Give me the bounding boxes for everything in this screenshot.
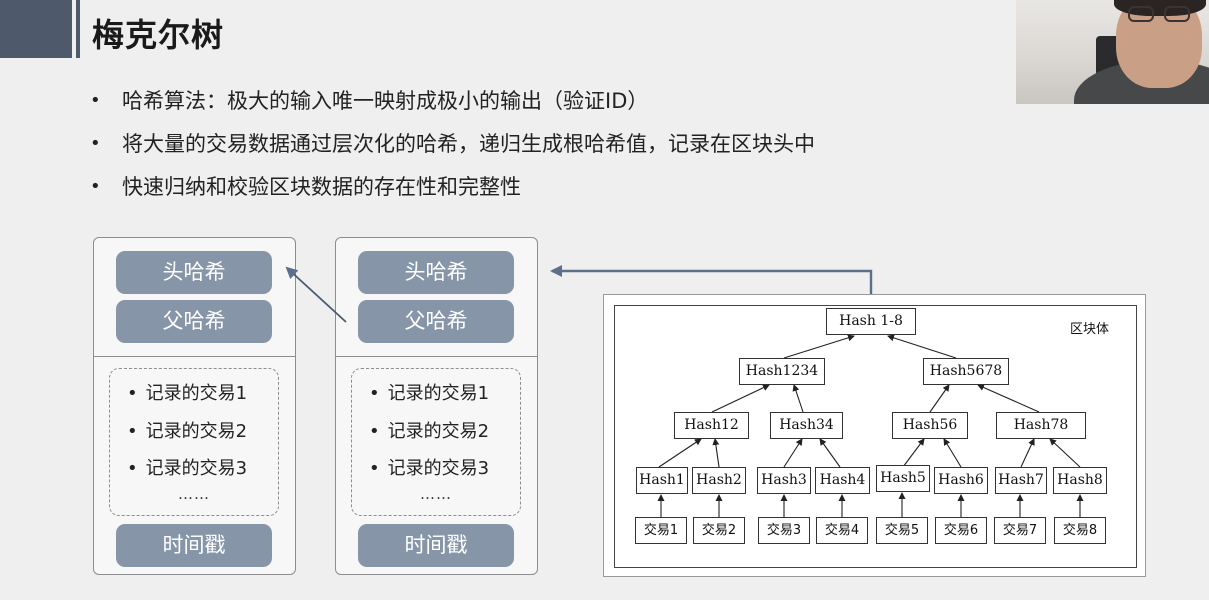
bullet-text: 将大量的交易数据通过层次化的哈希，递归生成根哈希值，记录在区块头中 [122, 132, 815, 156]
bullet-item: • 快速归纳和校验区块数据的存在性和完整性 [90, 172, 815, 215]
merkle-tx-8: 交易8 [1054, 517, 1106, 544]
transaction-item: • 记录的交易1 [127, 379, 247, 405]
transaction-item: • 记录的交易1 [369, 379, 489, 405]
transactions-box: • 记录的交易1 • 记录的交易2 • 记录的交易3 …… [109, 368, 279, 516]
transactions-ellipsis: …… [420, 485, 452, 503]
merkle-node-hash7: Hash7 [995, 467, 1047, 494]
transaction-label: 记录的交易1 [145, 383, 248, 404]
bullet-text: 快速归纳和校验区块数据的存在性和完整性 [122, 175, 521, 199]
bullet-list: • 哈希算法：极大的输入唯一映射成极小的输出（验证ID） • 将大量的交易数据通… [90, 86, 815, 215]
block-divider [336, 356, 537, 357]
transaction-item: • 记录的交易3 [369, 454, 489, 480]
merkle-node-hash5678: Hash5678 [923, 358, 1009, 385]
merkle-node-hash56: Hash56 [892, 412, 968, 439]
transaction-label: 记录的交易3 [387, 458, 490, 479]
parent-hash-pill: 父哈希 [358, 300, 514, 343]
transactions-ellipsis: …… [178, 485, 210, 503]
parent-link-arrow [285, 266, 347, 323]
bullet-dot-icon: • [90, 176, 101, 197]
block-panel-2: 头哈希 父哈希 • 记录的交易1 • 记录的交易2 • 记录的交易3 …… 时间戳 [335, 237, 538, 575]
block-body-label: 区块体 [1070, 322, 1110, 337]
merkle-tx-6: 交易6 [935, 517, 987, 544]
bullet-dot-icon: • [127, 383, 138, 404]
bullet-dot-icon: • [369, 383, 380, 404]
timestamp-pill: 时间戳 [116, 524, 272, 567]
header-hash-pill: 头哈希 [358, 251, 514, 294]
block-panel-1: 头哈希 父哈希 • 记录的交易1 • 记录的交易2 • 记录的交易3 …… 时间戳 [93, 237, 296, 575]
header-hash-pill: 头哈希 [116, 251, 272, 294]
merkle-tx-7: 交易7 [994, 517, 1046, 544]
merkle-node-hash12: Hash12 [674, 412, 749, 439]
page-title: 梅克尔树 [92, 16, 225, 54]
merkle-node-hash6: Hash6 [934, 467, 988, 494]
merkle-node-hash8: Hash8 [1053, 467, 1107, 494]
webcam-glasses-left [1128, 6, 1154, 22]
transactions-box: • 记录的交易1 • 记录的交易2 • 记录的交易3 …… [351, 368, 521, 516]
merkle-tx-3: 交易3 [758, 517, 810, 544]
bullet-item: • 将大量的交易数据通过层次化的哈希，递归生成根哈希值，记录在区块头中 [90, 129, 815, 172]
merkle-tx-1: 交易1 [635, 517, 687, 544]
parent-hash-pill: 父哈希 [116, 300, 272, 343]
merkle-tree-edges [657, 334, 1084, 517]
bullet-dot-icon: • [369, 458, 380, 479]
merkle-tx-4: 交易4 [816, 517, 868, 544]
block-divider [94, 356, 295, 357]
transaction-item: • 记录的交易2 [369, 417, 489, 443]
merkle-node-hash78: Hash78 [996, 412, 1086, 439]
merkle-tree-frame [614, 305, 1137, 568]
presenter-webcam [1016, 0, 1209, 104]
merkle-node-hash3: Hash3 [757, 467, 811, 494]
transaction-label: 记录的交易2 [145, 421, 248, 442]
webcam-glasses-right [1164, 6, 1190, 22]
merkle-tx-5: 交易5 [876, 517, 928, 544]
bullet-text: 哈希算法：极大的输入唯一映射成极小的输出（验证ID） [122, 89, 649, 113]
merkle-node-hash2: Hash2 [692, 467, 746, 494]
webcam-hair [1114, 0, 1206, 16]
title-accent-bar [0, 0, 72, 58]
transaction-item: • 记录的交易2 [127, 417, 247, 443]
merkle-node-hash4: Hash4 [815, 467, 870, 494]
merkle-root-node: Hash 1-8 [826, 308, 916, 335]
merkle-node-hash1234: Hash1234 [739, 358, 825, 385]
bullet-dot-icon: • [127, 421, 138, 442]
merkle-tx-2: 交易2 [693, 517, 745, 544]
transaction-label: 记录的交易3 [145, 458, 248, 479]
merkle-node-hash5: Hash5 [876, 465, 930, 492]
merkle-tree-panel: 区块体 Hash 1-8 Hash1234 Hash5678 Hash12 Ha… [603, 294, 1146, 577]
transaction-label: 记录的交易2 [387, 421, 490, 442]
bullet-item: • 哈希算法：极大的输入唯一映射成极小的输出（验证ID） [90, 86, 815, 129]
bullet-dot-icon: • [90, 90, 101, 111]
bullet-dot-icon: • [127, 458, 138, 479]
bullet-dot-icon: • [369, 421, 380, 442]
transaction-label: 记录的交易1 [387, 383, 490, 404]
transaction-item: • 记录的交易3 [127, 454, 247, 480]
timestamp-pill: 时间戳 [358, 524, 514, 567]
merkle-node-hash34: Hash34 [770, 412, 843, 439]
merkle-node-hash1: Hash1 [636, 467, 688, 494]
bullet-dot-icon: • [90, 133, 101, 154]
title-accent-line [76, 0, 80, 58]
